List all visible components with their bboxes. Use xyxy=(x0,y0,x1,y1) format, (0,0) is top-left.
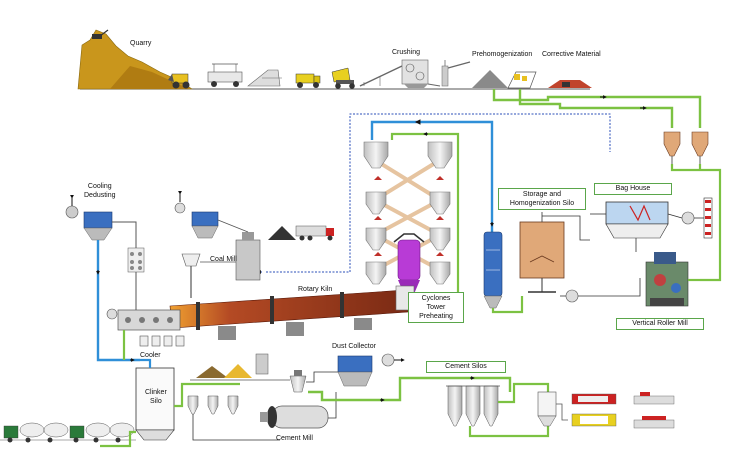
stacker-icon xyxy=(441,60,471,87)
quarry-mound-shade xyxy=(110,66,190,89)
line-cooler-to-silo-blue xyxy=(96,240,140,362)
label-bag-house: Bag House xyxy=(594,183,672,195)
clinker-cooler xyxy=(106,308,185,347)
dust-collector xyxy=(337,353,405,387)
line-cement-to-silos xyxy=(308,376,512,402)
label-cement-mill: Cement Mill xyxy=(276,435,313,442)
crusher-icon xyxy=(401,59,429,88)
line-hot-gas-blue xyxy=(370,120,494,232)
line-dotted-coal-feed xyxy=(266,113,611,273)
additive-piles xyxy=(196,353,269,378)
calciner-icon xyxy=(393,233,425,294)
label-corrective-material: Corrective Material xyxy=(542,51,601,58)
label-clinker-silo: Clinker Silo xyxy=(145,389,167,405)
label-cyclones-tower-preheating: Cyclones Tower Preheating xyxy=(408,292,464,323)
dump-truck-icon-1 xyxy=(295,73,321,88)
rotary-kiln xyxy=(169,289,409,340)
cyclones-left xyxy=(363,141,389,285)
label-cooling-dedusting: Cooling Dedusting xyxy=(84,183,116,199)
label-storage-homogenization-silo: Storage and Homogenization Silo xyxy=(498,188,586,210)
label-quarry: Quarry xyxy=(130,40,152,47)
packing-plant-icon xyxy=(537,391,557,427)
loader-icon xyxy=(168,73,190,89)
coal-mill-area xyxy=(174,190,334,298)
cyclones-right xyxy=(427,141,453,285)
raw-material-hoppers xyxy=(663,131,709,164)
label-rotary-kiln: Rotary Kiln xyxy=(298,286,333,293)
cement-silos xyxy=(447,385,499,427)
coal-truck-icon xyxy=(295,225,334,241)
label-dust-collector: Dust Collector xyxy=(332,343,376,350)
gas-conditioning-tower xyxy=(483,231,503,309)
bulk-trucks xyxy=(0,422,136,443)
label-cooler: Cooler xyxy=(140,352,161,359)
label-vertical-roller-mill: Vertical Roller Mill xyxy=(616,318,704,330)
separator-icon xyxy=(289,370,307,393)
label-coal-mill: Coal Mill xyxy=(210,256,237,263)
prehomogenization-pile xyxy=(472,70,508,88)
screening-plant-icon xyxy=(247,69,282,87)
label-cement-silos: Cement Silos xyxy=(426,361,506,373)
homogenization-silo xyxy=(519,221,565,293)
reclaimer-icon xyxy=(507,71,537,89)
quarry-area xyxy=(77,29,592,90)
line-raw-to-hoppers xyxy=(492,89,702,128)
excavator-icon xyxy=(92,29,109,39)
cement-mill xyxy=(260,405,329,429)
label-crushing: Crushing xyxy=(392,49,421,56)
drill-rig-icon xyxy=(207,63,243,87)
additive-bins xyxy=(187,395,239,415)
bag-house xyxy=(605,197,713,239)
dump-truck-icon-2 xyxy=(331,67,355,89)
coal-pile xyxy=(268,226,296,240)
label-prehomogenization: Prehomogenization xyxy=(472,51,533,58)
heat-exchanger-icon xyxy=(127,247,145,273)
preheater-tower xyxy=(363,141,453,294)
vertical-roller-mill xyxy=(645,252,689,307)
cooling-dedusting-filter xyxy=(65,194,113,241)
conveyor-to-crusher xyxy=(359,65,403,87)
shipping-vehicles xyxy=(571,392,675,429)
clinker-silo xyxy=(135,367,175,441)
